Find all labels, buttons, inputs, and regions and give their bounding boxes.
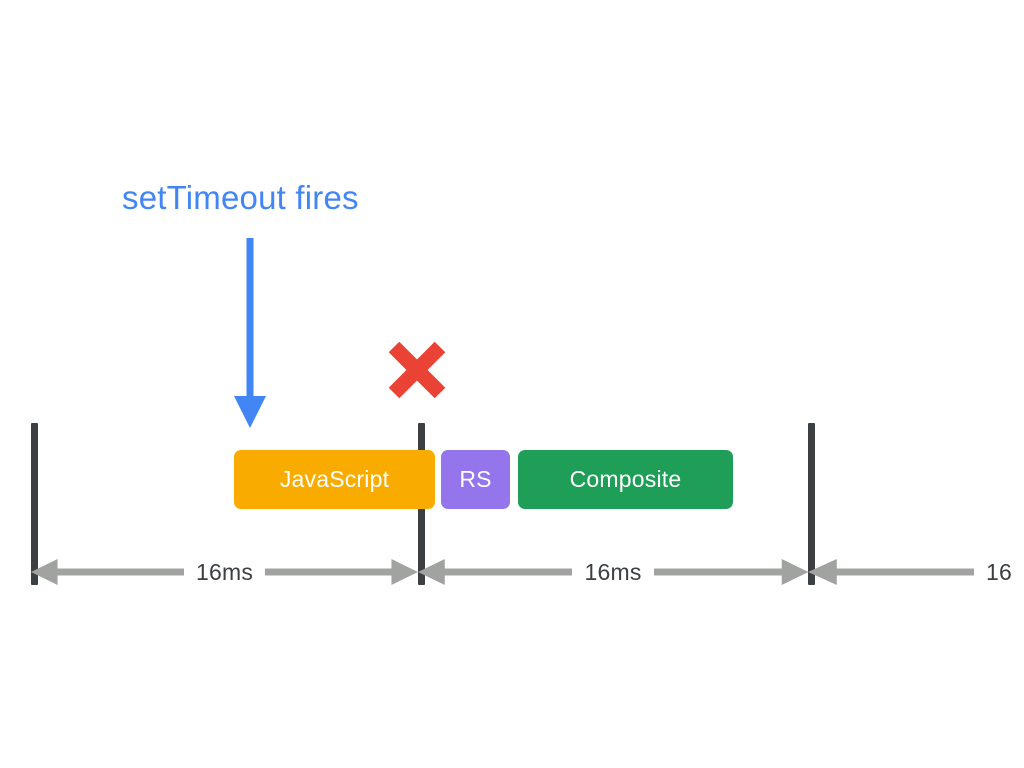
activity-block-rs[interactable]: RS [441,450,510,509]
frame-boundary-tick [808,423,815,585]
double-arrow-right-segment-icon [265,556,419,588]
duration-measure-3: 16 [808,556,1024,588]
activity-block-label: Composite [569,466,682,492]
activity-block-label: RS [459,466,492,492]
frame-boundary-tick [31,423,38,585]
double-arrow-left-segment-icon [31,556,184,588]
activity-block-label: JavaScript [279,466,390,492]
double-arrow-right-segment-icon [653,556,809,588]
red-x-icon [385,338,449,402]
duration-measure-2: 16ms [418,556,809,588]
duration-label: 16ms [195,558,254,585]
double-arrow-left-segment-icon [808,556,975,588]
activity-block-javascript[interactable]: JavaScript [234,450,435,509]
settimeout-annotation-label: setTimeout fires [122,179,359,216]
double-arrow-left-segment-icon [418,556,573,588]
duration-label: 16 [986,558,1012,585]
down-arrow-icon [230,238,270,428]
activity-block-composite[interactable]: Composite [518,450,733,509]
duration-measure-1: 16ms [31,556,419,588]
duration-label: 16ms [584,558,642,585]
